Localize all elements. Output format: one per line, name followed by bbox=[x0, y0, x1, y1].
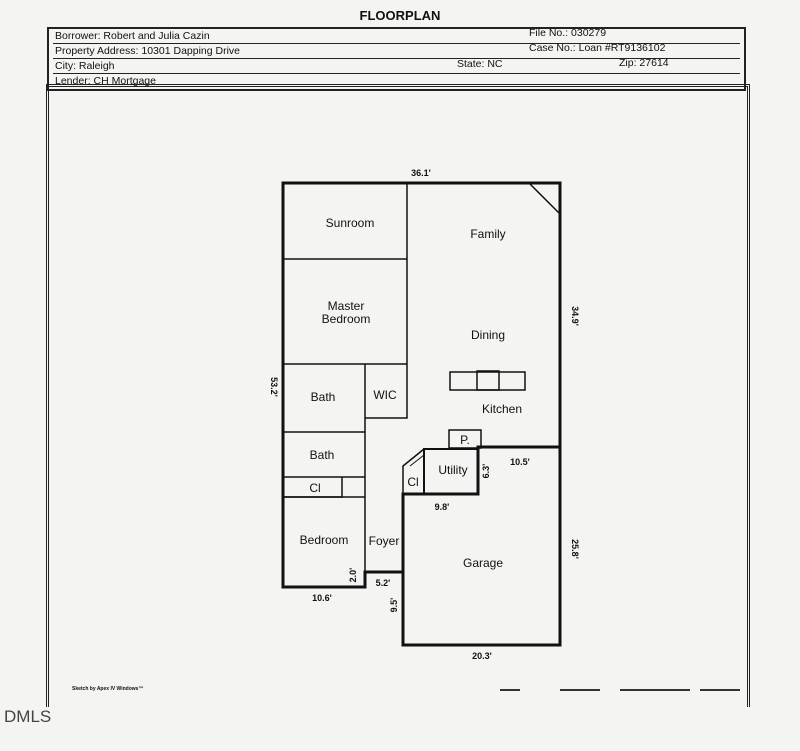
case-no: Case No.: Loan #RT9136102 bbox=[529, 42, 666, 54]
file-no: File No.: 030279 bbox=[529, 27, 607, 39]
header-row-city: City: Raleigh State: NC Zip: 27614 bbox=[53, 57, 740, 74]
dim-bedroom-bottom: 10.6' bbox=[312, 593, 332, 603]
room-kitchen: Kitchen bbox=[482, 402, 522, 416]
room-wic: WIC bbox=[373, 388, 397, 402]
header-row-address: Property Address: 10301 Dapping Drive Ca… bbox=[53, 42, 740, 59]
room-closet-2: Cl bbox=[407, 475, 418, 489]
dim-utility-bottom: 9.8' bbox=[435, 502, 450, 512]
room-garage: Garage bbox=[463, 556, 503, 570]
page-title: FLOORPLAN bbox=[359, 8, 441, 23]
room-labels: Sunroom Master Bedroom Family Dining Kit… bbox=[300, 216, 522, 570]
dim-left: 53.2' bbox=[269, 377, 279, 397]
header-info-box: Borrower: Robert and Julia Cazin File No… bbox=[47, 27, 746, 91]
dim-garage-right: 25.8' bbox=[570, 539, 580, 559]
room-family: Family bbox=[470, 227, 505, 241]
dim-bedroom-step: 2.0' bbox=[348, 568, 358, 583]
dim-right-upper: 34.9' bbox=[570, 306, 580, 326]
garage-wall bbox=[401, 445, 560, 572]
closet-door bbox=[409, 454, 425, 467]
dimension-labels: 36.1' 53.2' 34.9' 10.5' 6.3' 9.8' 25.8' … bbox=[269, 168, 580, 661]
room-utility: Utility bbox=[438, 463, 467, 477]
borrower: Borrower: Robert and Julia Cazin bbox=[55, 30, 210, 42]
city: City: Raleigh bbox=[55, 60, 115, 72]
room-master-1: Master bbox=[328, 299, 365, 313]
dim-foyer-bottom: 5.2' bbox=[376, 578, 391, 588]
room-bath-1: Bath bbox=[311, 390, 336, 404]
dmls-watermark: DMLS bbox=[4, 707, 52, 726]
room-bedroom: Bedroom bbox=[300, 533, 349, 547]
property-address: Property Address: 10301 Dapping Drive bbox=[55, 45, 241, 57]
closet-wall bbox=[402, 448, 425, 494]
dim-top: 36.1' bbox=[411, 168, 431, 178]
fireplace-icon-inner bbox=[535, 189, 554, 208]
dim-utility-side: 6.3' bbox=[481, 464, 491, 479]
header-row-borrower: Borrower: Robert and Julia Cazin File No… bbox=[53, 27, 740, 44]
room-bath-2: Bath bbox=[310, 448, 335, 462]
dim-garage-left: 9.5' bbox=[389, 598, 399, 613]
wic-wall bbox=[365, 364, 408, 419]
room-closet-1: Cl bbox=[309, 481, 320, 495]
drawing-frame bbox=[46, 84, 750, 707]
kitchen-island bbox=[449, 371, 526, 391]
state: State: NC bbox=[457, 58, 503, 70]
zip: Zip: 27614 bbox=[619, 57, 669, 69]
dim-garage-bottom: 20.3' bbox=[472, 651, 492, 661]
dim-garage-top: 10.5' bbox=[510, 457, 530, 467]
room-dining: Dining bbox=[471, 328, 505, 342]
room-master-2: Bedroom bbox=[322, 312, 371, 326]
sketch-credit: Sketch by Apex IV Windows™ bbox=[72, 686, 144, 692]
room-sunroom: Sunroom bbox=[326, 216, 375, 230]
walls bbox=[281, 181, 562, 647]
pantry-box bbox=[448, 429, 482, 449]
room-foyer: Foyer bbox=[369, 534, 400, 548]
room-pantry: P. bbox=[460, 433, 470, 447]
sink-icon bbox=[476, 370, 500, 391]
